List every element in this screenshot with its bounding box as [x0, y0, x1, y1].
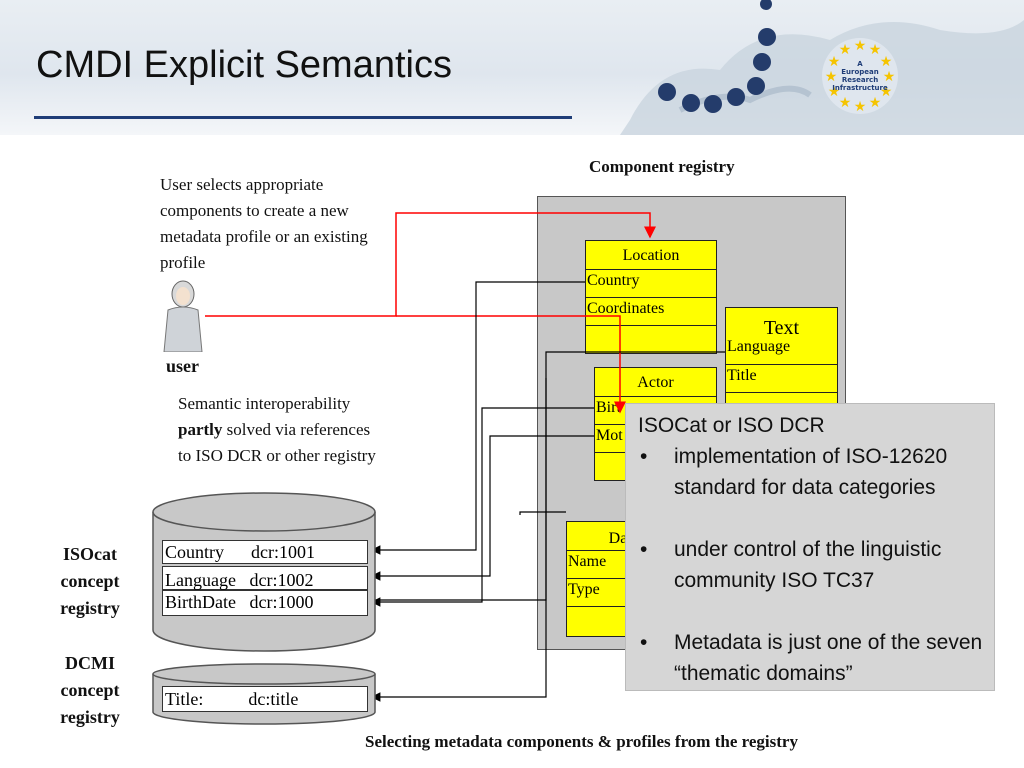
isocat-info-box: ISOCat or ISO DCR • implementation of IS…: [625, 403, 995, 691]
dcmi-label: DCMI concept registry: [50, 650, 130, 731]
eu-stars-logo-icon: ★★★ ★★★ ★★★ ★★★ A European Research Infr…: [822, 38, 898, 115]
svg-text:★: ★: [839, 42, 852, 58]
user-icon: [163, 280, 203, 352]
component-text-field: Title: [726, 364, 837, 392]
partly-emphasis: partly: [178, 420, 223, 439]
semantic-note-line: Semantic interoperability: [178, 394, 351, 413]
isocat-entry: Language dcr:1002: [162, 566, 368, 590]
svg-text:★: ★: [880, 84, 893, 100]
europe-map-graphic: [620, 0, 1024, 135]
svg-text:★: ★: [828, 84, 841, 100]
svg-text:Infrastructure: Infrastructure: [832, 84, 888, 92]
component-location-field: [586, 325, 716, 352]
component-text-field: Language: [727, 338, 791, 355]
component-text-name: Text: [763, 317, 800, 339]
isocat-label-line: registry: [60, 598, 120, 618]
svg-text:★: ★: [883, 69, 896, 85]
isocat-label-line: concept: [60, 571, 120, 591]
bullet-icon: •: [640, 631, 648, 654]
semantic-note-rest: solved via references: [222, 420, 371, 439]
component-location-name: Location: [622, 247, 680, 264]
svg-text:★: ★: [839, 95, 852, 111]
slide-title: CMDI Explicit Semantics: [36, 44, 452, 86]
semantic-note-line: to ISO DCR or other registry: [178, 446, 376, 465]
dcmi-label-line: concept: [60, 680, 120, 700]
diagram-caption: Selecting metadata components & profiles…: [365, 732, 798, 751]
component-text-field: [726, 392, 837, 419]
semantic-note-line: partly solved via references: [178, 417, 458, 443]
info-bullet: implementation of ISO-12620 standard for…: [674, 445, 948, 499]
svg-text:★: ★: [825, 69, 838, 85]
info-bullet: under control of the linguistic communit…: [674, 538, 942, 592]
svg-text:★: ★: [869, 42, 882, 58]
component-location-field: Coordinates: [586, 297, 716, 325]
title-underline: [34, 116, 572, 119]
dcmi-entry: Title: dc:title: [162, 686, 368, 712]
svg-text:European: European: [841, 68, 879, 76]
component-location: Location Country Coordinates: [585, 240, 717, 354]
bullet-icon: •: [640, 538, 648, 561]
component-dan-field: [567, 606, 677, 635]
dcmi-label-line: DCMI: [65, 653, 115, 673]
svg-text:★: ★: [828, 54, 841, 70]
slide-header: ★★★ ★★★ ★★★ ★★★ A European Research Infr…: [0, 0, 1024, 135]
isocat-label-line: ISOcat: [63, 544, 117, 564]
svg-text:Research: Research: [842, 76, 878, 84]
svg-text:★: ★: [869, 95, 882, 111]
bullet-icon: •: [640, 445, 648, 468]
user-label: user: [166, 356, 199, 376]
info-bullet: Metadata is just one of the seven “thema…: [674, 631, 983, 685]
svg-text:A: A: [857, 60, 863, 68]
semantic-note: Semantic interoperability partly solved …: [178, 391, 458, 469]
component-dan-field: Name: [567, 550, 677, 578]
component-actor-name: Actor: [637, 374, 674, 391]
component-text: Text Language Title: [725, 307, 838, 421]
user-instruction: User selects appropriate components to c…: [160, 175, 368, 272]
component-dan-field: Type: [567, 578, 677, 606]
isocat-entry: Country dcr:1001: [162, 540, 368, 564]
info-heading: ISOCat or ISO DCR: [638, 414, 825, 437]
isocat-label: ISOcat concept registry: [50, 541, 130, 622]
component-registry-title: Component registry: [589, 157, 735, 176]
isocat-entry: BirthDate dcr:1000: [162, 590, 368, 616]
component-location-field: Country: [586, 269, 716, 297]
svg-text:★: ★: [854, 99, 867, 115]
dcmi-label-line: registry: [60, 707, 120, 727]
svg-text:★: ★: [854, 38, 867, 54]
svg-text:★: ★: [880, 54, 893, 70]
